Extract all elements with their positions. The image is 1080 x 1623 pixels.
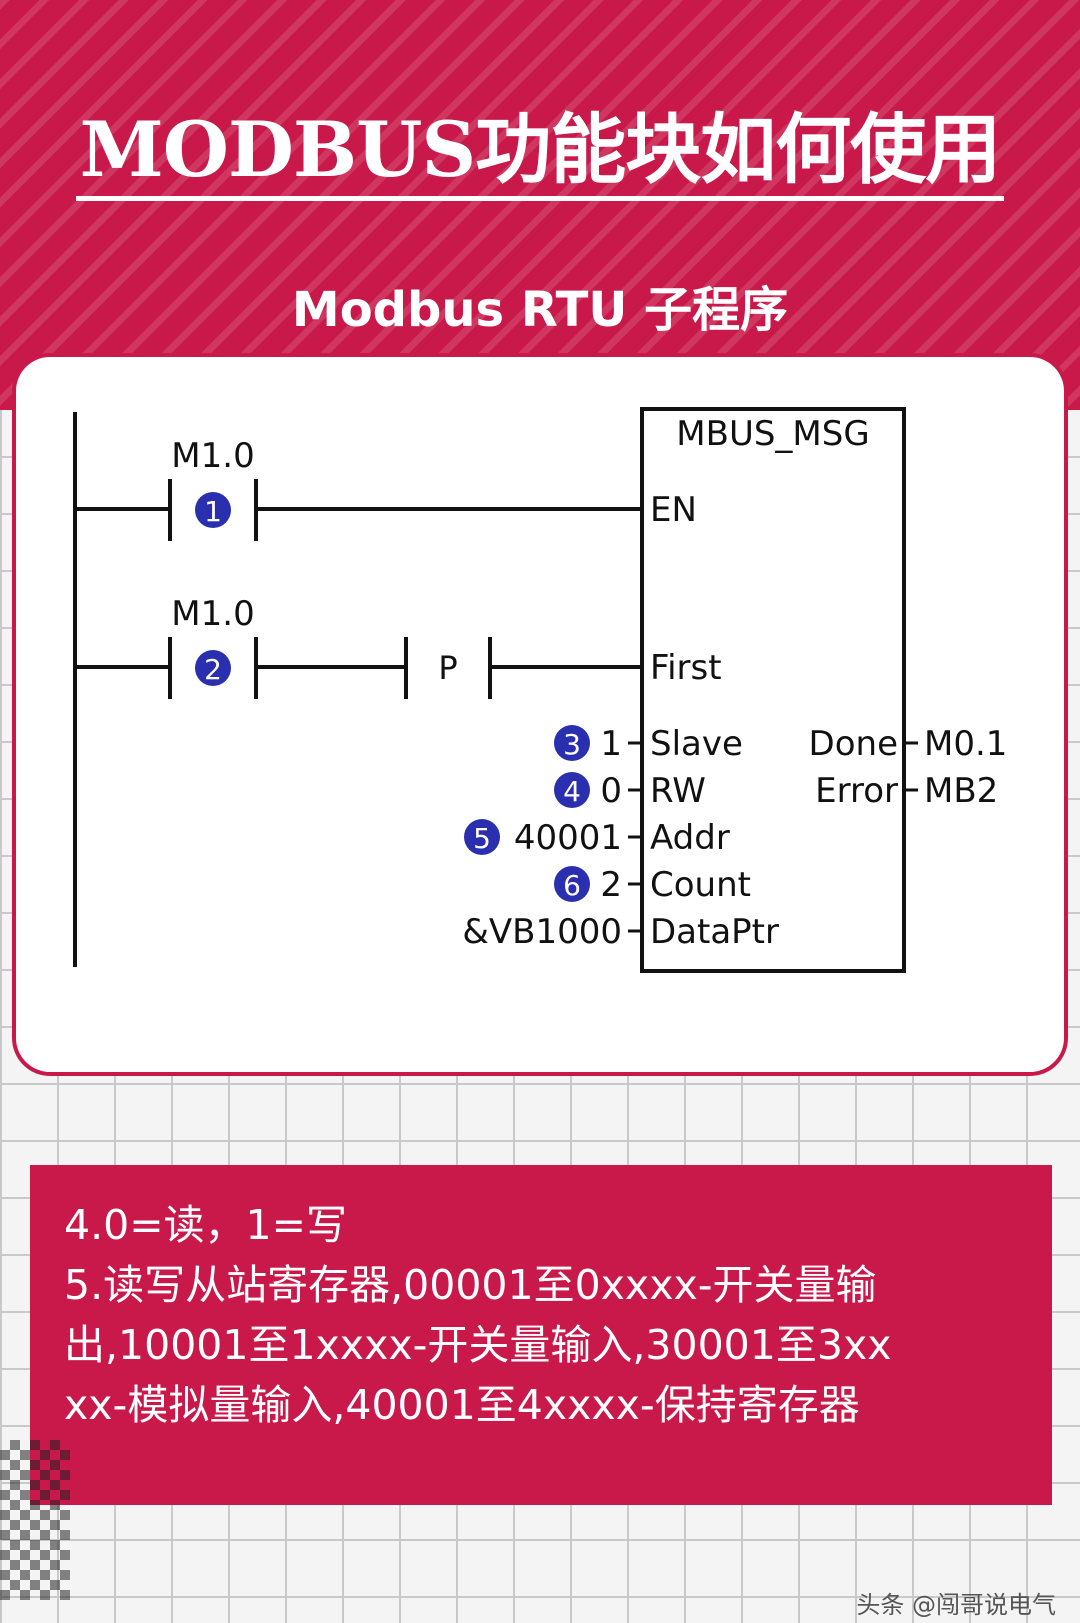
badge-3-number: 3 <box>563 728 581 761</box>
badge-1-number: 1 <box>204 495 222 528</box>
badge-5-number: 5 <box>473 822 491 855</box>
output-done-pin-label: Done <box>809 724 898 764</box>
input-pin-dataptr: DataPtr &VB1000 <box>462 912 779 952</box>
badge-6-number: 6 <box>563 869 581 902</box>
p-contact-label: P <box>438 649 457 687</box>
input-pin-slave: Slave 1 3 <box>554 724 743 764</box>
contact2-label: M1.0 <box>171 594 254 634</box>
input-rw-value: 0 <box>600 771 622 811</box>
output-error-value: MB2 <box>924 771 998 811</box>
ladder-diagram: M1.0 1 M1.0 2 P MBUS_MSG EN First Slave … <box>73 407 1008 973</box>
output-pin-error: Error MB2 <box>815 771 998 811</box>
function-block <box>640 407 906 973</box>
page-title: MODBUS功能块如何使用 <box>0 88 1080 201</box>
note-line-3: 出,10001至1xxxx-开关量输入,30001至3xx <box>64 1321 892 1369</box>
note-line-1: 4.0=读，1=写 <box>64 1201 347 1249</box>
badge-1 <box>195 492 231 528</box>
output-error-pin-label: Error <box>815 771 898 811</box>
page-title-text: MODBUS功能块如何使用 <box>75 105 1005 201</box>
function-block-name: MBUS_MSG <box>676 414 869 454</box>
input-pin-addr: Addr 40001 5 <box>464 818 730 858</box>
note-line-4: xx-模拟量输入,40001至4xxxx-保持寄存器 <box>64 1381 860 1429</box>
input-slave-pin-label: Slave <box>650 724 743 764</box>
checker-decoration <box>0 1440 70 1600</box>
output-pin-done: Done M0.1 <box>809 724 1008 764</box>
output-done-value: M0.1 <box>924 724 1007 764</box>
badge-5 <box>464 819 500 855</box>
input-count-value: 2 <box>600 865 622 905</box>
badge-4 <box>554 772 590 808</box>
input-addr-value: 40001 <box>514 818 622 858</box>
notes-box: 4.0=读，1=写 5.读写从站寄存器,00001至0xxxx-开关量输 出,1… <box>30 1165 1052 1505</box>
ladder-diagram-card: M1.0 1 M1.0 2 P MBUS_MSG EN First Slave … <box>16 357 1064 1072</box>
input-count-pin-label: Count <box>650 865 751 905</box>
pin-first: First <box>650 648 722 688</box>
contact1-label: M1.0 <box>171 436 254 476</box>
input-pin-rw: RW 0 4 <box>554 771 706 811</box>
note-line-2: 5.读写从站寄存器,00001至0xxxx-开关量输 <box>64 1261 877 1309</box>
badge-4-number: 4 <box>563 775 581 808</box>
page-subtitle: Modbus RTU 子程序 <box>291 282 789 338</box>
input-addr-pin-label: Addr <box>650 818 730 858</box>
badge-2 <box>195 650 231 686</box>
watermark: 头条 @闯哥说电气 <box>856 1591 1056 1619</box>
badge-2-number: 2 <box>204 653 222 686</box>
badge-3 <box>554 725 590 761</box>
header-band <box>0 0 1080 410</box>
input-rw-pin-label: RW <box>650 771 706 811</box>
badge-6 <box>554 866 590 902</box>
pin-en: EN <box>650 490 697 530</box>
input-dataptr-pin-label: DataPtr <box>650 912 779 952</box>
input-slave-value: 1 <box>600 724 622 764</box>
input-dataptr-value: &VB1000 <box>462 912 622 952</box>
input-pin-count: Count 2 6 <box>554 865 751 905</box>
